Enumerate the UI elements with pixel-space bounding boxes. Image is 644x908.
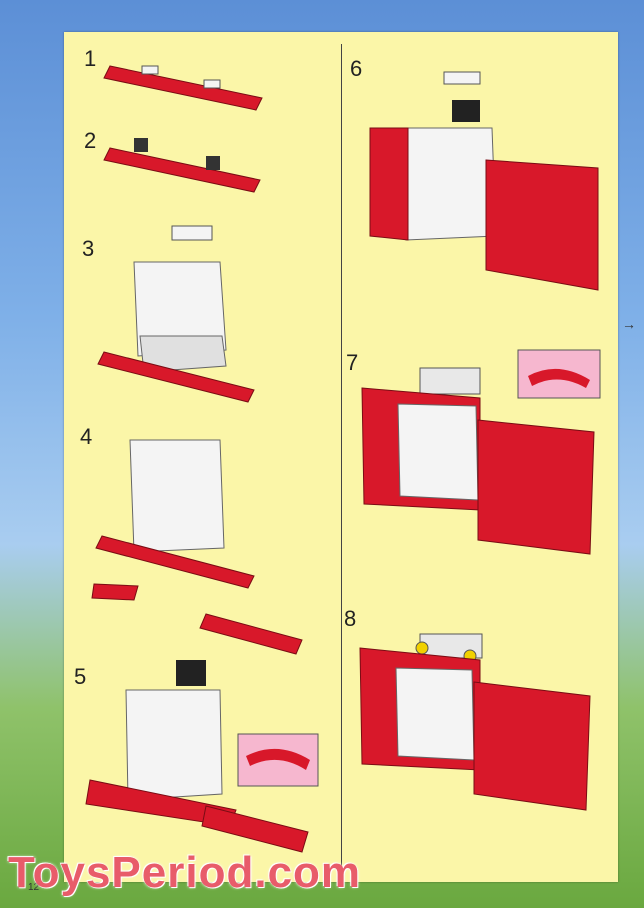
step-2-plate (103, 138, 261, 193)
step-6-assembly (369, 71, 599, 291)
step-3-assembly (97, 225, 255, 403)
step-1-plate (103, 65, 263, 111)
column-divider (341, 44, 342, 872)
step-7-assembly (361, 349, 601, 555)
step-4-assembly (91, 439, 303, 655)
page-number: 12 (28, 882, 40, 893)
step-8-assembly (359, 633, 591, 811)
step-number-6: 6 (350, 56, 363, 81)
step-number-2: 2 (84, 128, 97, 153)
watermark: ToysPeriod.com (8, 848, 362, 897)
step-5-assembly (85, 660, 319, 853)
step-number-4: 4 (80, 424, 93, 449)
step-number-5: 5 (74, 664, 87, 689)
step-number-1: 1 (84, 46, 97, 71)
step-number-8: 8 (344, 606, 357, 631)
next-page-arrow: → (622, 316, 636, 332)
step-number-3: 3 (82, 236, 95, 261)
step-number-7: 7 (346, 350, 359, 375)
